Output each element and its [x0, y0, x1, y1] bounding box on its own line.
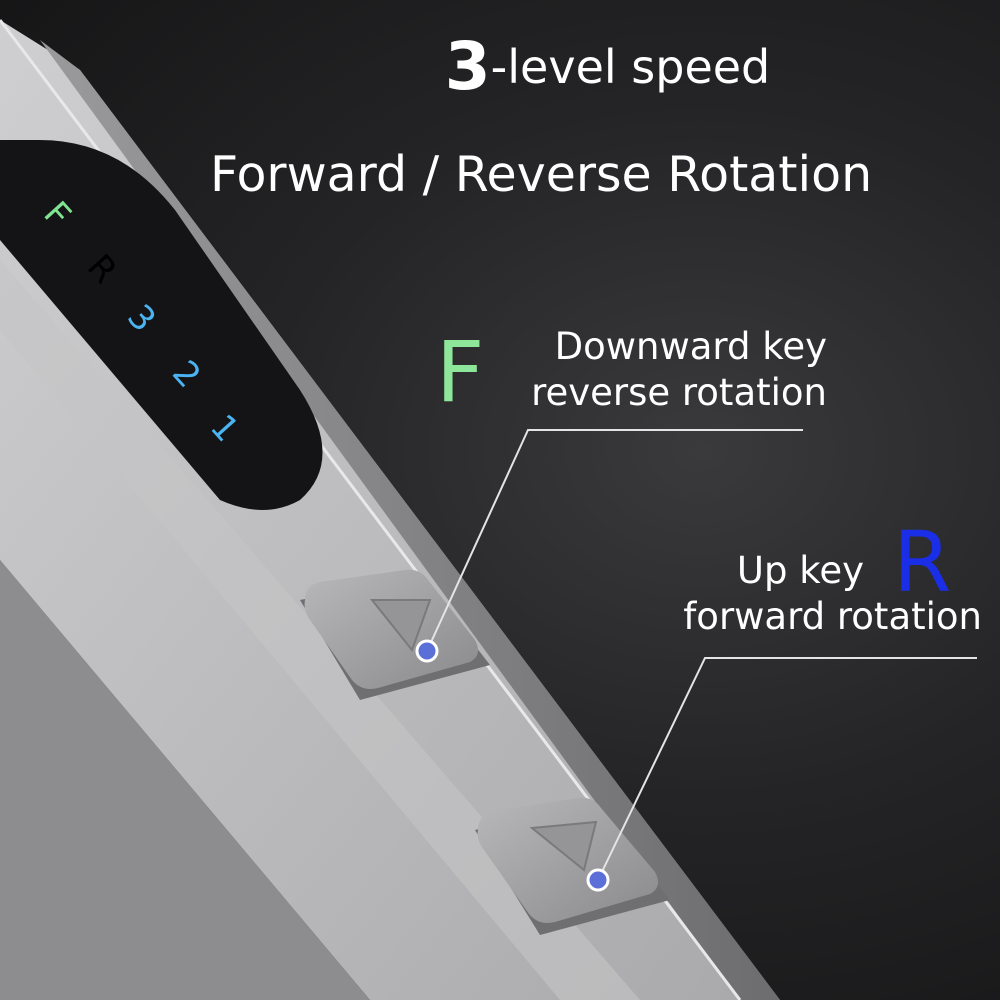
up-triangle-icon [529, 820, 598, 872]
housing-right-edge [40, 40, 780, 1000]
down-triangle-icon [369, 599, 432, 653]
indicator-panel [0, 140, 323, 510]
callout-label-f: Downward key reverse rotation [505, 324, 827, 416]
callout-line-r [597, 657, 977, 881]
headline-number: 3 [444, 28, 491, 105]
headline: 3-level speed [0, 28, 1000, 105]
headline-text: -level speed [490, 40, 771, 94]
callout-line-f [426, 429, 803, 652]
callout-dot-r [586, 868, 610, 892]
subheadline: Forward / Reverse Rotation [210, 146, 873, 203]
callout-letter-r: R [893, 513, 952, 611]
callout-f-line2: reverse rotation [531, 371, 827, 414]
callout-label-r: Up key forward rotation [640, 548, 982, 640]
callout-f-line1: Downward key [554, 325, 827, 368]
up-key[interactable] [477, 797, 659, 923]
callout-letter-f: F [436, 323, 485, 421]
callout-r-line2: forward rotation [683, 595, 982, 638]
callout-dot-f [415, 639, 439, 663]
callout-r-line1: Up key [736, 549, 864, 592]
